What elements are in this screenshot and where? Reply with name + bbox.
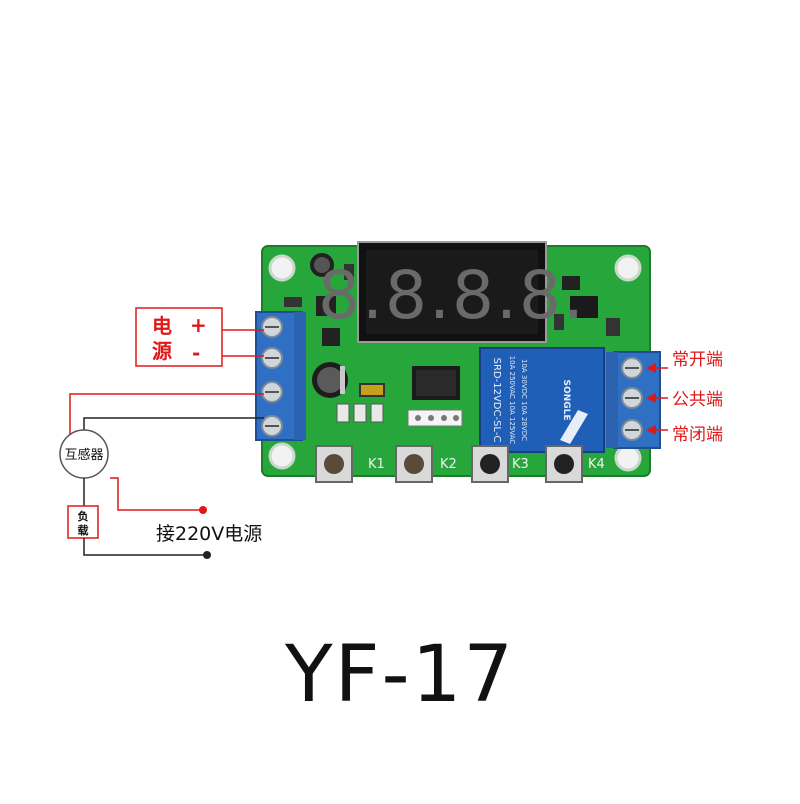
sensor-label: 互感器 bbox=[64, 447, 103, 463]
load-label-line1: 负 bbox=[78, 509, 89, 523]
relay: SRD-12VDC-SL-C 10A 250VAC 10A 125VAC 10A… bbox=[479, 347, 605, 453]
terminal-label-nc: 常闭端 bbox=[672, 425, 723, 445]
mounting-hole bbox=[268, 442, 296, 470]
mains-live-wire bbox=[110, 477, 202, 511]
pin-header bbox=[407, 409, 463, 427]
button-k1-label: K1 bbox=[368, 457, 385, 472]
mains-live-dot bbox=[199, 506, 207, 514]
terminal-screw bbox=[261, 347, 283, 369]
power-label-line2: 源 bbox=[152, 339, 172, 363]
terminal-label-no: 常开端 bbox=[672, 350, 723, 370]
sensor-wire-a bbox=[69, 393, 264, 438]
terminal-arrow-no bbox=[646, 363, 668, 373]
power-label-line1: 电 bbox=[152, 314, 172, 338]
power-plus-label: + bbox=[190, 313, 207, 337]
display-digits: 8.8.8.8. bbox=[318, 257, 586, 334]
terminal-screw bbox=[621, 387, 643, 409]
button-k3[interactable] bbox=[471, 445, 509, 483]
mounting-hole bbox=[614, 254, 642, 282]
power-minus-label: - bbox=[192, 341, 200, 365]
capacitor-small bbox=[310, 253, 334, 277]
terminal-screw bbox=[261, 316, 283, 338]
model-code: YF-17 bbox=[285, 630, 515, 720]
mains-neutral-wire bbox=[83, 538, 206, 556]
input-terminal-block bbox=[255, 311, 306, 441]
load-label-line2: 载 bbox=[78, 523, 89, 537]
relay-brand: SONGLE bbox=[561, 380, 571, 421]
mounting-hole bbox=[268, 254, 296, 282]
terminal-arrow-com bbox=[646, 393, 668, 403]
relay-logo-icon bbox=[560, 410, 588, 444]
capacitor-large bbox=[312, 362, 348, 398]
mains-neutral-dot bbox=[203, 551, 211, 559]
button-k2[interactable] bbox=[395, 445, 433, 483]
smd-components bbox=[284, 264, 620, 423]
terminal-screw bbox=[261, 381, 283, 403]
sensor-wire-b bbox=[83, 417, 264, 438]
power-supply-box: 电 源 + - bbox=[135, 307, 223, 367]
button-k4[interactable] bbox=[545, 445, 583, 483]
terminal-screw bbox=[621, 419, 643, 441]
microcontroller-ic bbox=[412, 366, 460, 400]
terminal-label-com: 公共端 bbox=[672, 390, 723, 410]
mains-label: 接220V电源 bbox=[156, 523, 262, 545]
relay-rating-2: 10A 30VDC 10A 28VDC bbox=[520, 359, 528, 441]
current-sensor: 互感器 bbox=[59, 429, 109, 479]
button-k2-label: K2 bbox=[440, 457, 457, 472]
terminal-arrow-nc bbox=[646, 425, 668, 435]
button-k1[interactable] bbox=[315, 445, 353, 483]
button-k3-label: K3 bbox=[512, 457, 529, 472]
seven-segment-display: 8.8.8.8. bbox=[318, 241, 586, 343]
terminal-screw bbox=[621, 357, 643, 379]
relay-model: SRD-12VDC-SL-C bbox=[491, 358, 502, 443]
load-box: 负 载 bbox=[67, 505, 99, 539]
button-k4-label: K4 bbox=[588, 457, 605, 472]
mounting-hole bbox=[614, 444, 642, 472]
terminal-screw bbox=[261, 415, 283, 437]
relay-rating-1: 10A 250VAC 10A 125VAC bbox=[508, 356, 516, 445]
